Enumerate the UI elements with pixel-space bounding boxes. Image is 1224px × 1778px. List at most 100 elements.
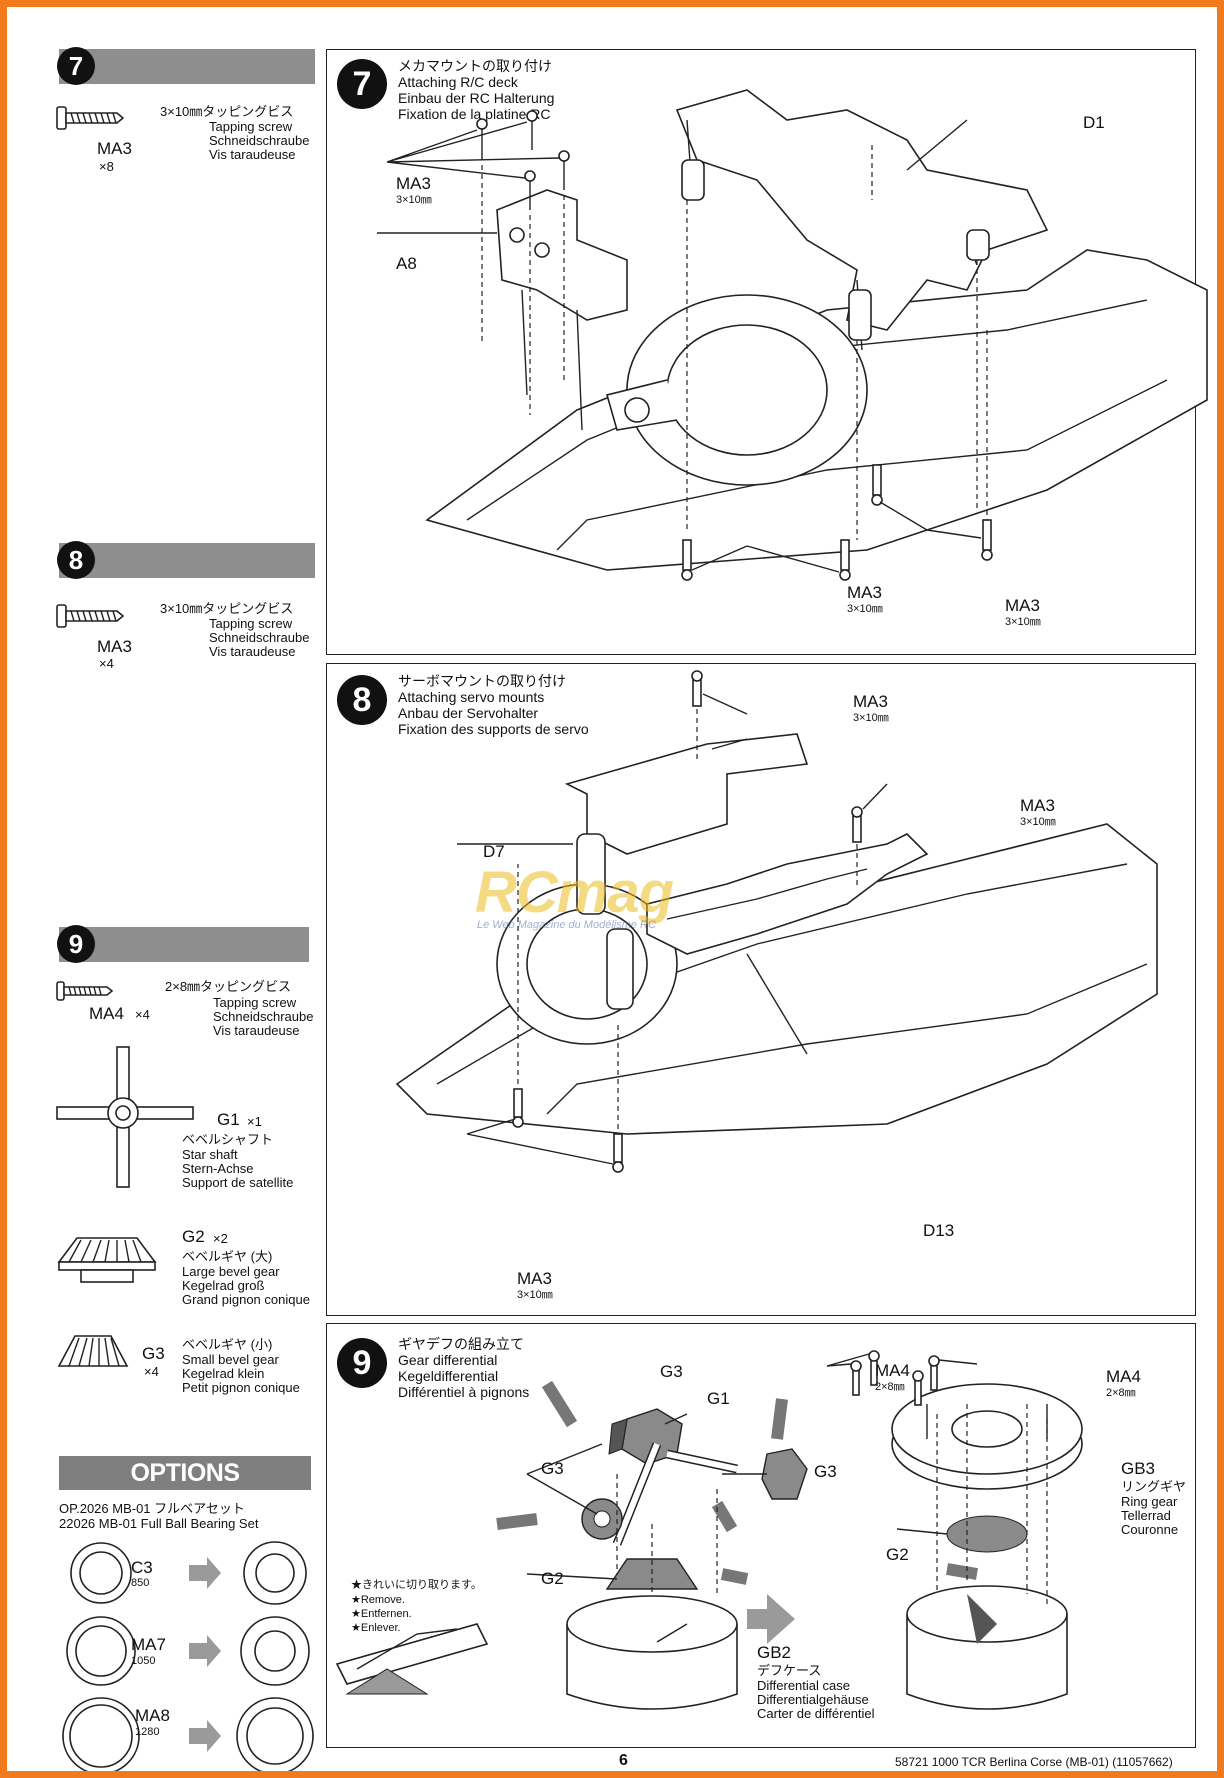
g2-de: Kegelrad groß	[182, 1278, 265, 1293]
g1-code: G1	[217, 1110, 240, 1129]
step7-parts-bar	[59, 49, 315, 84]
small-bevel-gear-icon	[57, 1335, 129, 1367]
step7-screw-fr: Vis taraudeuse	[209, 147, 296, 162]
step9-label-g2-right: G2	[886, 1545, 909, 1564]
step8-label-dim-bottom: 3×10㎜	[517, 1289, 553, 1301]
g3-en: Small bevel gear	[182, 1352, 279, 1367]
g3-jp: ベベルギヤ (小)	[182, 1337, 273, 1352]
step8-screw-dim: 3×10㎜タッピングビス	[160, 601, 294, 616]
step8-title-en: Attaching servo mounts	[398, 689, 545, 705]
step9-remove-fr: ★Enlever.	[351, 1622, 401, 1634]
g2-qty: ×2	[213, 1231, 228, 1246]
option-ma7-num: 1050	[131, 1655, 156, 1667]
step8-screw-qty: ×4	[99, 656, 114, 671]
step9-screw-qty: ×4	[135, 1007, 150, 1022]
step9-remove-en: ★Remove.	[351, 1594, 405, 1606]
step9-label-g3-left: G3	[541, 1459, 564, 1478]
step9-gear-differential-diagram	[335, 1350, 1083, 1710]
step9-remove-de: ★Entfernen.	[351, 1608, 412, 1620]
options-header: OPTIONS	[59, 1456, 311, 1490]
tapping-screw-icon	[56, 106, 125, 130]
step9-label-g3-right: G3	[814, 1462, 837, 1481]
step9-remove-jp: ★きれいに切り取ります。	[351, 1579, 482, 1591]
g1-jp: ベベルシャフト	[182, 1132, 274, 1147]
step7-screw-dim: 3×10㎜タッピングビス	[160, 104, 294, 119]
step7-label-a8: A8	[396, 254, 417, 273]
step7-label-dim-bottom-a: 3×10㎜	[847, 603, 883, 615]
g2-fr: Grand pignon conique	[182, 1292, 310, 1307]
option-c3-num: 850	[131, 1577, 150, 1589]
step7-label-ma3-top: MA3	[396, 174, 431, 193]
g2-en: Large bevel gear	[182, 1264, 280, 1279]
star-shaft-icon	[56, 1046, 194, 1188]
g3-code: G3	[142, 1344, 165, 1363]
step8-screw-fr: Vis taraudeuse	[209, 644, 296, 659]
step9-screw-fr: Vis taraudeuse	[213, 1023, 300, 1038]
step8-parts-bar	[59, 543, 315, 578]
step9-screw-code: MA4	[89, 1004, 124, 1023]
step7-label-ma3-bottom-a: MA3	[847, 583, 882, 602]
step8-parts-number: 8	[57, 541, 95, 579]
step9-screw-dim: 2×8㎜タッピングビス	[165, 979, 292, 994]
g3-qty: ×4	[144, 1364, 159, 1379]
step7-rc-deck-diagram	[377, 89, 1208, 581]
step8-label-dim-right: 3×10㎜	[1020, 816, 1056, 828]
step9-parts-bar	[59, 927, 309, 962]
g3-fr: Petit pignon conique	[182, 1380, 300, 1395]
step7-title-jp: メカマウントの取り付け	[398, 58, 552, 74]
step8-servo-mount-diagram	[395, 670, 1158, 1173]
step9-label-gb2-fr: Carter de différentiel	[757, 1706, 875, 1721]
step9-parts-number: 9	[57, 925, 95, 963]
step7-label-dim-bottom-b: 3×10㎜	[1005, 616, 1041, 628]
step9-label-gb2: GB2	[757, 1643, 792, 1662]
step8-screw-en: Tapping screw	[209, 616, 293, 631]
step9-label-gb3-en: Ring gear	[1121, 1494, 1178, 1509]
step9-label-gb2-de: Differentialgehäuse	[757, 1692, 869, 1707]
option-ma8-code: MA8	[135, 1706, 170, 1725]
step8-title-fr: Fixation des supports de servo	[398, 721, 589, 737]
step7-label-ma3-bottom-b: MA3	[1005, 596, 1040, 615]
step9-label-g1: G1	[707, 1389, 730, 1408]
g1-de: Stern-Achse	[182, 1161, 254, 1176]
bearing-options-diagram	[62, 1541, 314, 1771]
option-c3-code: C3	[131, 1558, 153, 1577]
step9-label-gb3-fr: Couronne	[1121, 1522, 1179, 1537]
g2-code: G2	[182, 1227, 205, 1246]
step8-screw-de: Schneidschraube	[209, 630, 310, 645]
step7-title-de: Einbau der RC Halterung	[398, 90, 555, 106]
tapping-screw-small-icon	[56, 981, 114, 1001]
g1-qty: ×1	[247, 1114, 262, 1129]
step9-title-fr: Différentiel à pignons	[398, 1384, 530, 1400]
step9-label-dim-left: 2×8㎜	[875, 1381, 905, 1393]
step9-screw-de: Schneidschraube	[213, 1009, 314, 1024]
step8-label-d7: D7	[483, 842, 505, 861]
step9-title-jp: ギヤデフの組み立て	[398, 1336, 524, 1352]
step9-label-g2-left: G2	[541, 1569, 564, 1588]
step9-label-g3-top: G3	[660, 1362, 683, 1381]
step7-label-d1: D1	[1083, 113, 1105, 132]
step7-title-en: Attaching R/C deck	[398, 74, 518, 90]
step8-title-jp: サーボマウントの取り付け	[398, 673, 566, 689]
step9-title-de: Kegeldifferential	[398, 1368, 499, 1384]
g3-de: Kegelrad klein	[182, 1366, 265, 1381]
step9-label-gb2-en: Differential case	[757, 1678, 850, 1693]
page-number: 6	[619, 1752, 628, 1769]
g2-jp: ベベルギヤ (大)	[182, 1249, 273, 1264]
step8-label-ma3-right: MA3	[1020, 796, 1055, 815]
step9-title-en: Gear differential	[398, 1352, 498, 1368]
step8-label-d13: D13	[923, 1221, 955, 1240]
step7-parts-number: 7	[57, 47, 95, 85]
g1-en: Star shaft	[182, 1147, 238, 1162]
step9-screw-en: Tapping screw	[213, 995, 297, 1010]
rcmag-watermark-tagline: Le Web Magazine du Modélisme RC	[477, 919, 656, 931]
step9-label-gb3: GB3	[1121, 1459, 1156, 1478]
step9-label-dim-right: 2×8㎜	[1106, 1387, 1136, 1399]
step9-label-gb3-jp: リングギヤ	[1121, 1479, 1187, 1494]
step8-screw-code: MA3	[97, 637, 132, 656]
option-ma8-num: 1280	[135, 1726, 160, 1738]
step9-label-gb2-jp: デフケース	[757, 1663, 822, 1678]
step7-screw-en: Tapping screw	[209, 119, 293, 134]
step7-screw-qty: ×8	[99, 159, 114, 174]
tapping-screw-icon	[56, 604, 125, 628]
